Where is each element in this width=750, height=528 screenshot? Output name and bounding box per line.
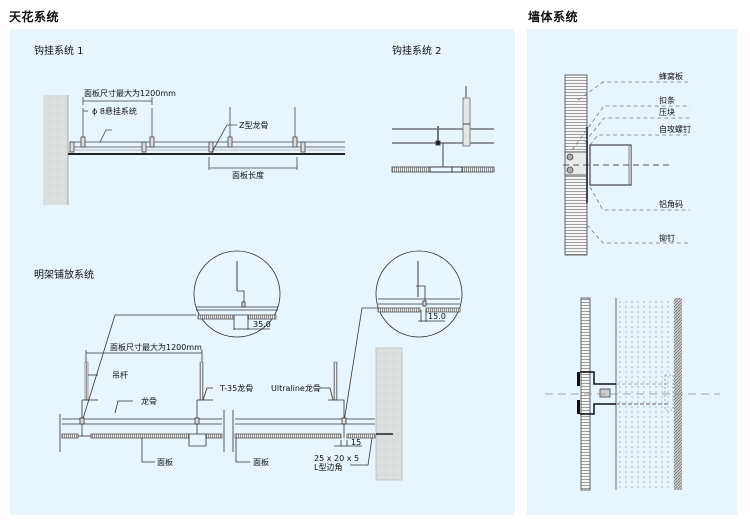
concrete-wall-right bbox=[375, 347, 403, 481]
l-edge-dims-label: 25 x 20 x 5 bbox=[314, 454, 360, 463]
detail2-dimension: 15.0 bbox=[428, 312, 446, 321]
concrete-wall bbox=[43, 95, 68, 205]
l-edge-name-label: L型边角 bbox=[314, 463, 343, 472]
grid-max-size-label: 面板尺寸最大为1200mm bbox=[110, 343, 202, 352]
aluminum-bracket-label: 铝角码 bbox=[659, 200, 683, 209]
hook-system-2-title: 钩挂系统 2 bbox=[392, 46, 442, 57]
hook-system-1-title: 钩挂系统 1 bbox=[34, 46, 84, 57]
open-grid-system-title: 明架铺放系统 bbox=[34, 270, 94, 281]
panel-right-label: 面板 bbox=[253, 458, 269, 467]
honeycomb-panel-label: 蜂窝板 bbox=[659, 72, 683, 81]
press-block-label: 压块 bbox=[659, 108, 675, 117]
self-tapping-screw-label: 自攻螺钉 bbox=[659, 125, 691, 134]
panel-left-label: 面板 bbox=[157, 458, 173, 467]
hook-system-2-drawing bbox=[391, 86, 495, 173]
strip-label: 扣条 bbox=[659, 96, 675, 105]
ceiling-system-title: 天花系统 bbox=[9, 10, 60, 24]
detail1-dimension: 35.0 bbox=[253, 320, 271, 329]
hook1-suspension-label: ϕ 8悬挂系统 bbox=[92, 107, 137, 116]
open-grid-drawing bbox=[59, 250, 463, 481]
rivet-label: 铆钉 bbox=[659, 234, 675, 243]
wall-system-bottom-drawing bbox=[545, 297, 720, 491]
hook-system-1-drawing bbox=[43, 95, 345, 205]
wall-system-title: 墙体系统 bbox=[528, 10, 579, 24]
keel-label: 龙骨 bbox=[141, 397, 157, 406]
ultraline-keel-label: Ultraline龙骨 bbox=[271, 384, 321, 393]
t35-keel-label: T-35龙骨 bbox=[220, 384, 254, 393]
wall-system-top-drawing bbox=[563, 74, 690, 256]
hook1-max-size-label: 面板尺寸最大为1200mm bbox=[84, 89, 176, 98]
hook1-z-keel-label: Z型龙骨 bbox=[239, 121, 269, 130]
small-gap-dimension: 15 bbox=[351, 438, 362, 447]
hook1-panel-length-label: 面板长度 bbox=[232, 171, 264, 180]
hanger-rod-label: 吊杆 bbox=[112, 371, 128, 380]
